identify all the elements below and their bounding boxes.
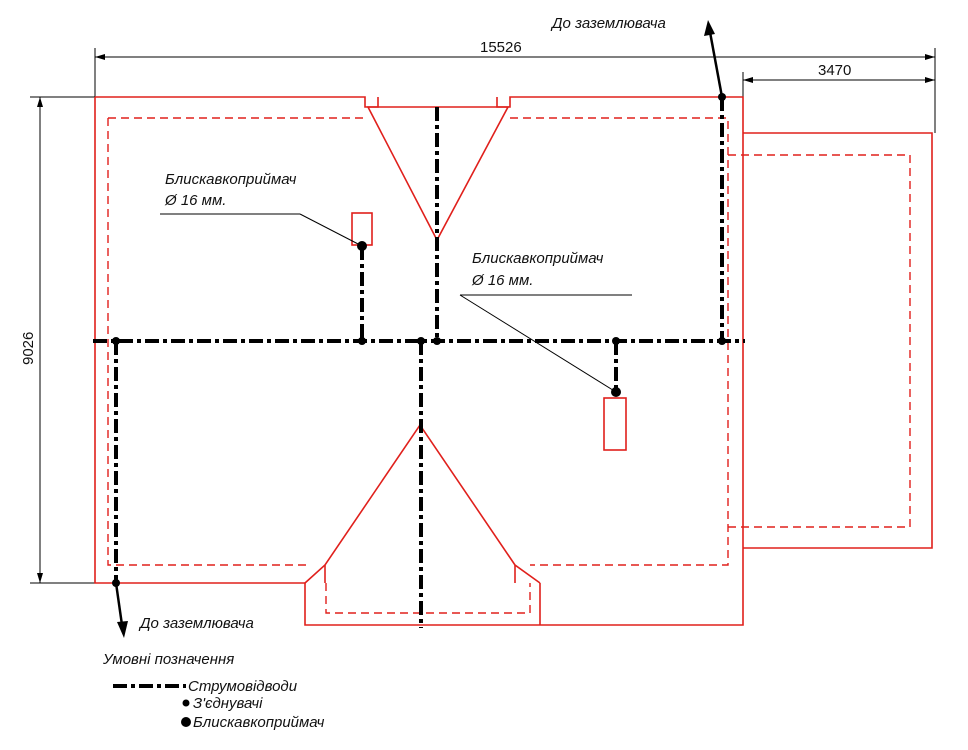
legend: Умовні позначення Струмовідводи З'єднува… [102, 651, 325, 731]
legend-title: Умовні позначення [102, 651, 234, 668]
legend-connector-dot [182, 699, 190, 707]
roof-outline [94, 96, 933, 626]
dimension-lines [30, 48, 936, 584]
connector-dot [612, 337, 620, 345]
rod-right-title: Блискавкоприймач [472, 250, 604, 267]
rod-left-title: Блискавкоприймач [165, 171, 297, 188]
dim-total-length: 15526 [480, 39, 522, 56]
dim-annex-width: 3470 [818, 62, 851, 79]
dim-depth: 9026 [20, 332, 37, 365]
connector-dot [718, 337, 726, 345]
legend-item-connector: З'єднувачі [193, 695, 263, 712]
ground-label-top: До заземлювача [550, 15, 666, 32]
connector-dot [417, 337, 425, 345]
ground-arrow-top [704, 20, 724, 98]
leader-lines [160, 213, 632, 393]
legend-item-rod: Блискавкоприймач [193, 714, 325, 731]
lightning-rod-left [351, 212, 373, 251]
connector-dot [358, 337, 366, 345]
legend-rod-dot [181, 717, 191, 727]
connectors [112, 93, 726, 587]
lightning-rod-right [603, 387, 627, 451]
connector-dot [433, 337, 441, 345]
ground-label-bottom: До заземлювача [138, 615, 254, 632]
rod-left-size: Ø 16 мм. [164, 192, 226, 209]
connector-dot [112, 337, 120, 345]
rod-right-size: Ø 16 мм. [471, 272, 533, 289]
ground-arrow-bottom [114, 582, 128, 638]
legend-item-conductor: Струмовідводи [188, 678, 298, 695]
